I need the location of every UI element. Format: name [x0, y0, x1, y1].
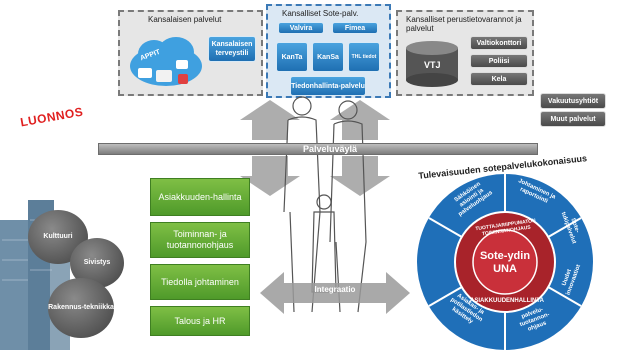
sote-service-wheel [417, 174, 593, 350]
customer-management-box[interactable]: Asiakkuuden-hallinta [150, 178, 250, 216]
vtj-label: VTJ [424, 60, 441, 70]
national-sote-group: Kansalliset Sote-palv. Valvira Fimea Kan… [266, 4, 391, 98]
core-label-2: UNA [493, 263, 517, 275]
service-bus-label: Palveluväylä [302, 144, 358, 154]
service-bus-bar [98, 143, 538, 155]
database-icon [406, 41, 458, 87]
kanta-button[interactable]: KanTa [276, 42, 308, 72]
basic-registers-group: Kansalliset perustietovarannot ja palvel… [396, 10, 534, 96]
construction-ball[interactable]: Rakennus-tekniikka [48, 278, 114, 338]
knowledge-management-box[interactable]: Tiedolla johtaminen [150, 264, 250, 300]
valvira-button[interactable]: Valvira [278, 22, 324, 34]
core-label-1: Sote-ydin [479, 250, 531, 262]
information-management-button[interactable]: Tiedonhallinta-palvelu [290, 76, 366, 96]
integration-label: Integraatio [314, 285, 356, 294]
other-services-box[interactable]: Muut palvelut [540, 111, 606, 127]
kansa-button[interactable]: KanSa [312, 42, 344, 72]
integration-arrow [260, 272, 410, 314]
basic-registers-title: Kansalliset perustietovarannot ja palvel… [406, 15, 522, 33]
draft-watermark: LUONNOS [19, 104, 85, 130]
valtiokonttori-button[interactable]: Valtiokonttori [470, 36, 528, 50]
citizen-services-group: Kansalaisen palvelut APPIT Kansalaisen t… [118, 10, 263, 96]
health-account-box[interactable]: Kansalaisen terveystili [208, 36, 256, 62]
service-bus-arrows [240, 100, 390, 196]
insurance-companies-box[interactable]: Vakuutusyhtiöt [540, 93, 606, 109]
thl-button[interactable]: THL tiedot [348, 42, 380, 72]
ring-bottom-label: ASIAKKUUDENHALLINTA [470, 298, 544, 304]
poliisi-button[interactable]: Poliisi [470, 54, 528, 68]
kela-button[interactable]: Kela [470, 72, 528, 86]
finance-hr-box[interactable]: Talous ja HR [150, 306, 250, 336]
cloud-icon [130, 37, 202, 86]
national-sote-title: Kansalliset Sote-palv. [282, 9, 359, 18]
citizen-services-title: Kansalaisen palvelut [148, 15, 222, 24]
operations-steering-box[interactable]: Toiminnan- ja tuotannonohjaus [150, 222, 250, 258]
fimea-button[interactable]: Fimea [332, 22, 378, 34]
